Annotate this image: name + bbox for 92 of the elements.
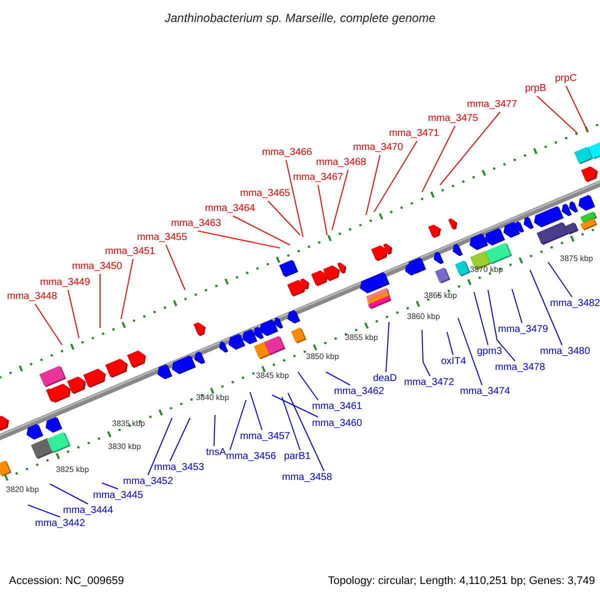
- leader-line: [34, 304, 62, 346]
- leader-line: [272, 394, 318, 418]
- leader-line: [198, 230, 280, 248]
- gene-label: oxIT4: [441, 356, 466, 368]
- gene-label: mma_3475: [428, 113, 478, 125]
- gene-label: mma_3470: [353, 142, 404, 154]
- gene-label: mma_3471: [389, 128, 440, 140]
- gene-label: tnsA: [206, 447, 226, 459]
- gene-label: mma_3455: [137, 232, 188, 244]
- leader-line: [68, 290, 80, 338]
- gene-label: mma_3467: [293, 172, 344, 184]
- gene-label: mma_3465: [240, 188, 290, 200]
- leader-line: [326, 372, 350, 386]
- scale-label: 3865 kbp: [424, 291, 457, 301]
- scale-label: 3870 kbp: [470, 265, 503, 275]
- scale-label: 3860 kbp: [407, 312, 440, 322]
- gene-label: mma_3448: [7, 291, 58, 303]
- scale-label: 3825 kbp: [56, 465, 89, 475]
- gene-label: mma_3458: [282, 472, 332, 484]
- scale-label: 3855 kbp: [345, 333, 378, 343]
- scale-label: 3835 kbp: [112, 419, 145, 429]
- gene-label: mma_3472: [404, 377, 454, 389]
- leader-line: [250, 392, 262, 430]
- gene-label: mma_3478: [495, 362, 546, 374]
- scale-label: 3840 kbp: [196, 393, 229, 403]
- scale-label: 3845 kbp: [256, 371, 289, 381]
- leader-line: [120, 258, 134, 320]
- scale-label: 3820 kbp: [6, 485, 39, 495]
- leader-line: [298, 372, 318, 400]
- scale-label: 3830 kbp: [108, 442, 141, 452]
- leader-line: [366, 154, 380, 216]
- gene-label: mma_3457: [240, 431, 290, 443]
- leader-line: [282, 396, 300, 450]
- leader-line: [166, 244, 186, 290]
- leader-line: [230, 400, 246, 450]
- leader-line: [530, 270, 562, 346]
- gene-label: parB1: [284, 451, 311, 463]
- gene-label: mma_3466: [262, 147, 312, 159]
- gene-label: mma_3444: [63, 505, 114, 517]
- leader-line: [548, 262, 572, 298]
- gene-label: mma_3456: [226, 451, 276, 463]
- gene-label: mma_3480: [540, 346, 590, 358]
- gene-label: mma_3461: [312, 401, 362, 413]
- leader-line: [332, 170, 348, 230]
- gene-label: deaD: [373, 373, 397, 385]
- leader-line: [170, 418, 190, 462]
- leader-line: [102, 482, 118, 490]
- leader-line: [458, 318, 482, 386]
- leader-line: [536, 96, 578, 134]
- leader-line: [386, 322, 390, 372]
- gene-label: mma_3468: [316, 157, 366, 169]
- gene-label: mma_3453: [154, 462, 204, 474]
- gene-label: mma_3445: [93, 490, 144, 502]
- leader-line: [440, 112, 500, 186]
- genome-summary-text: Topology: circular; Length: 4,110,251 bp; Genes: 3,749: [328, 575, 595, 587]
- gene-label: mma_3452: [123, 476, 174, 488]
- gene-label: mma_3464: [205, 203, 256, 215]
- leader-line: [232, 216, 290, 246]
- gene-label: mma_3474: [460, 386, 510, 398]
- gene-label: mma_3479: [498, 324, 548, 336]
- scale-label: 3850 kbp: [306, 352, 339, 362]
- gene-label: mma_3450: [72, 261, 122, 273]
- scale-label: 3875 kbp: [560, 254, 593, 264]
- leader-line: [474, 292, 488, 346]
- leader-line: [28, 504, 60, 518]
- leader-line: [318, 184, 328, 236]
- leader-line: [288, 392, 324, 472]
- leader-line: [566, 86, 588, 130]
- leader-line: [422, 126, 456, 192]
- gene-label: mma_3460: [312, 418, 362, 430]
- leader-line: [422, 330, 430, 376]
- gene-label: mma_3449: [40, 277, 90, 289]
- gene-label: mma_3477: [467, 99, 518, 111]
- gene-label: mma_3482: [550, 298, 600, 310]
- leader-line: [50, 484, 88, 504]
- leader-line: [148, 418, 172, 476]
- map-title: Janthinobacterium sp. Marseille, complete genome: [164, 11, 436, 25]
- leader-line: [446, 332, 454, 356]
- leader-line: [512, 288, 522, 324]
- accession-text: Accession: NC_009659: [9, 575, 124, 587]
- leader-line: [286, 160, 304, 238]
- gene-label: prpC: [555, 73, 577, 85]
- gene-label: mma_3463: [171, 218, 222, 230]
- gene-label: mma_3462: [334, 386, 384, 398]
- leader-line: [374, 140, 418, 212]
- gene-label: gpm3: [477, 346, 502, 358]
- gene-label: mma_3451: [105, 246, 156, 258]
- gene-label: prpB: [525, 83, 546, 95]
- leader-line: [268, 200, 300, 236]
- leader-line: [214, 414, 216, 446]
- leader-line: [488, 290, 516, 362]
- gene-label: mma_3442: [35, 518, 86, 530]
